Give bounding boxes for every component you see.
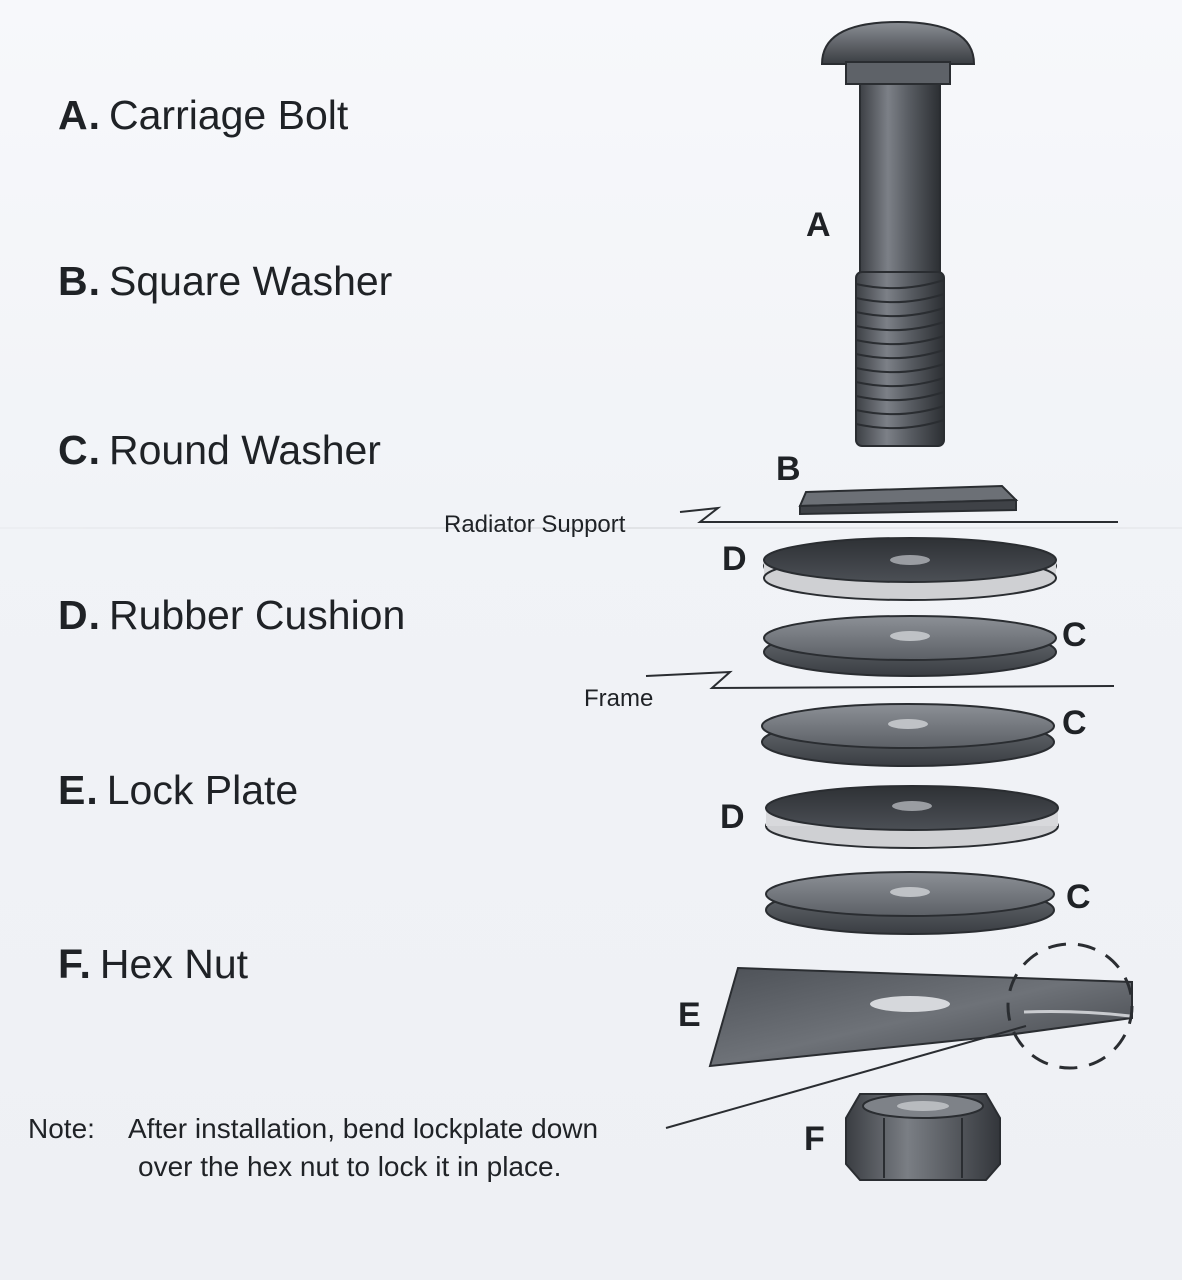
part-a: A.Carriage Bolt — [58, 92, 348, 139]
part-e-name: Lock Plate — [106, 767, 299, 813]
part-c: C.Round Washer — [58, 427, 381, 474]
round-washer-3-illustration — [765, 871, 1055, 935]
diagram-label-d1: D — [722, 540, 747, 578]
diagram-label-e: E — [678, 996, 701, 1034]
part-d: D.Rubber Cushion — [58, 592, 405, 639]
square-washer-illustration — [798, 484, 1019, 516]
part-a-name: Carriage Bolt — [109, 92, 349, 138]
note-label: Note: — [28, 1113, 95, 1144]
lock-plate-illustration — [708, 942, 1134, 1070]
part-e-letter: E. — [58, 767, 99, 813]
frame-callout — [645, 670, 1115, 690]
note-line-2: over the hex nut to lock it in place. — [138, 1151, 562, 1182]
diagram-label-a: A — [806, 206, 831, 244]
part-b-letter: B. — [58, 258, 101, 304]
part-f-name: Hex Nut — [99, 941, 249, 987]
diagram-label-b: B — [776, 450, 801, 488]
diagram-label-c3: C — [1066, 878, 1091, 916]
paper-fold-line — [0, 527, 1182, 529]
part-f: F.Hex Nut — [58, 941, 248, 988]
note-leader-line — [665, 1025, 1027, 1129]
part-d-letter: D. — [58, 592, 101, 638]
part-e: E.Lock Plate — [58, 767, 298, 814]
part-b-name: Square Washer — [109, 258, 393, 304]
part-b: B.Square Washer — [58, 258, 392, 305]
diagram-label-f: F — [804, 1120, 825, 1158]
note-line-1: After installation, bend lockplate down — [128, 1113, 599, 1144]
part-c-name: Round Washer — [109, 427, 381, 473]
part-a-letter: A. — [58, 92, 101, 138]
part-d-name: Rubber Cushion — [109, 592, 406, 638]
radiator-support-label: Radiator Support — [444, 511, 626, 538]
frame-label: Frame — [584, 685, 653, 712]
round-washer-1-illustration — [763, 615, 1057, 677]
hex-nut-illustration — [845, 1093, 1001, 1181]
diagram-label-c1: C — [1062, 616, 1087, 654]
diagram-label-d2: D — [720, 798, 745, 836]
part-f-letter: F. — [58, 941, 92, 987]
part-c-letter: C. — [58, 427, 101, 473]
carriage-bolt-illustration — [820, 20, 976, 447]
round-washer-2-illustration — [761, 703, 1055, 767]
radiator-support-callout — [679, 506, 1118, 523]
rubber-cushion-bottom-illustration — [765, 785, 1059, 849]
diagram-label-c2: C — [1062, 704, 1087, 742]
rubber-cushion-top-illustration — [763, 537, 1057, 601]
installation-note: Note: After installation, bend lockplate… — [28, 1110, 598, 1186]
